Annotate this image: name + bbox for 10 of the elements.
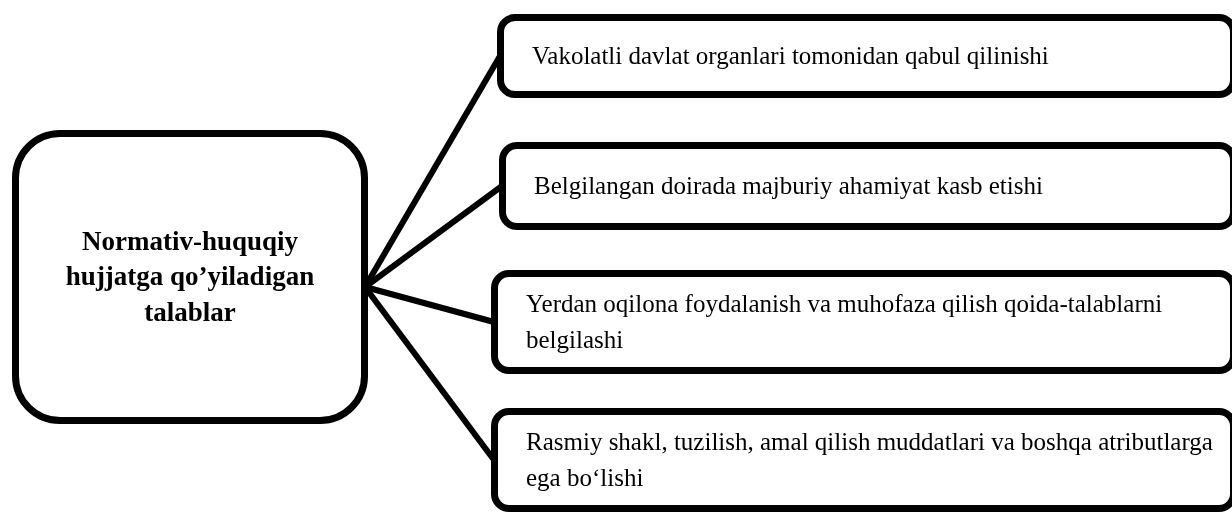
requirement-text: Yerdan oqilona foydalanish va muhofaza qilish qoida-talablarni belgilashi <box>526 288 1164 355</box>
requirement-box <box>491 408 1232 512</box>
requirement-text: Rasmiy shakl, tuzilish, amal qilish muddatlari va boshqa atributlarga ega bo‘lishi <box>526 426 1214 493</box>
requirement-box <box>499 142 1232 230</box>
requirement-text: Vakolatli davlat organlari tomonidan qabul qilinishi <box>532 40 1049 71</box>
requirement-box <box>491 270 1232 374</box>
topic-box <box>12 130 368 424</box>
requirement-text: Belgilangan doirada majburiy ahamiyat kasb etishi <box>534 170 1043 201</box>
requirement-box <box>497 14 1232 98</box>
topic-title: Normativ-huquqiy hujjatga qo’yiladigan talablar <box>64 225 316 329</box>
